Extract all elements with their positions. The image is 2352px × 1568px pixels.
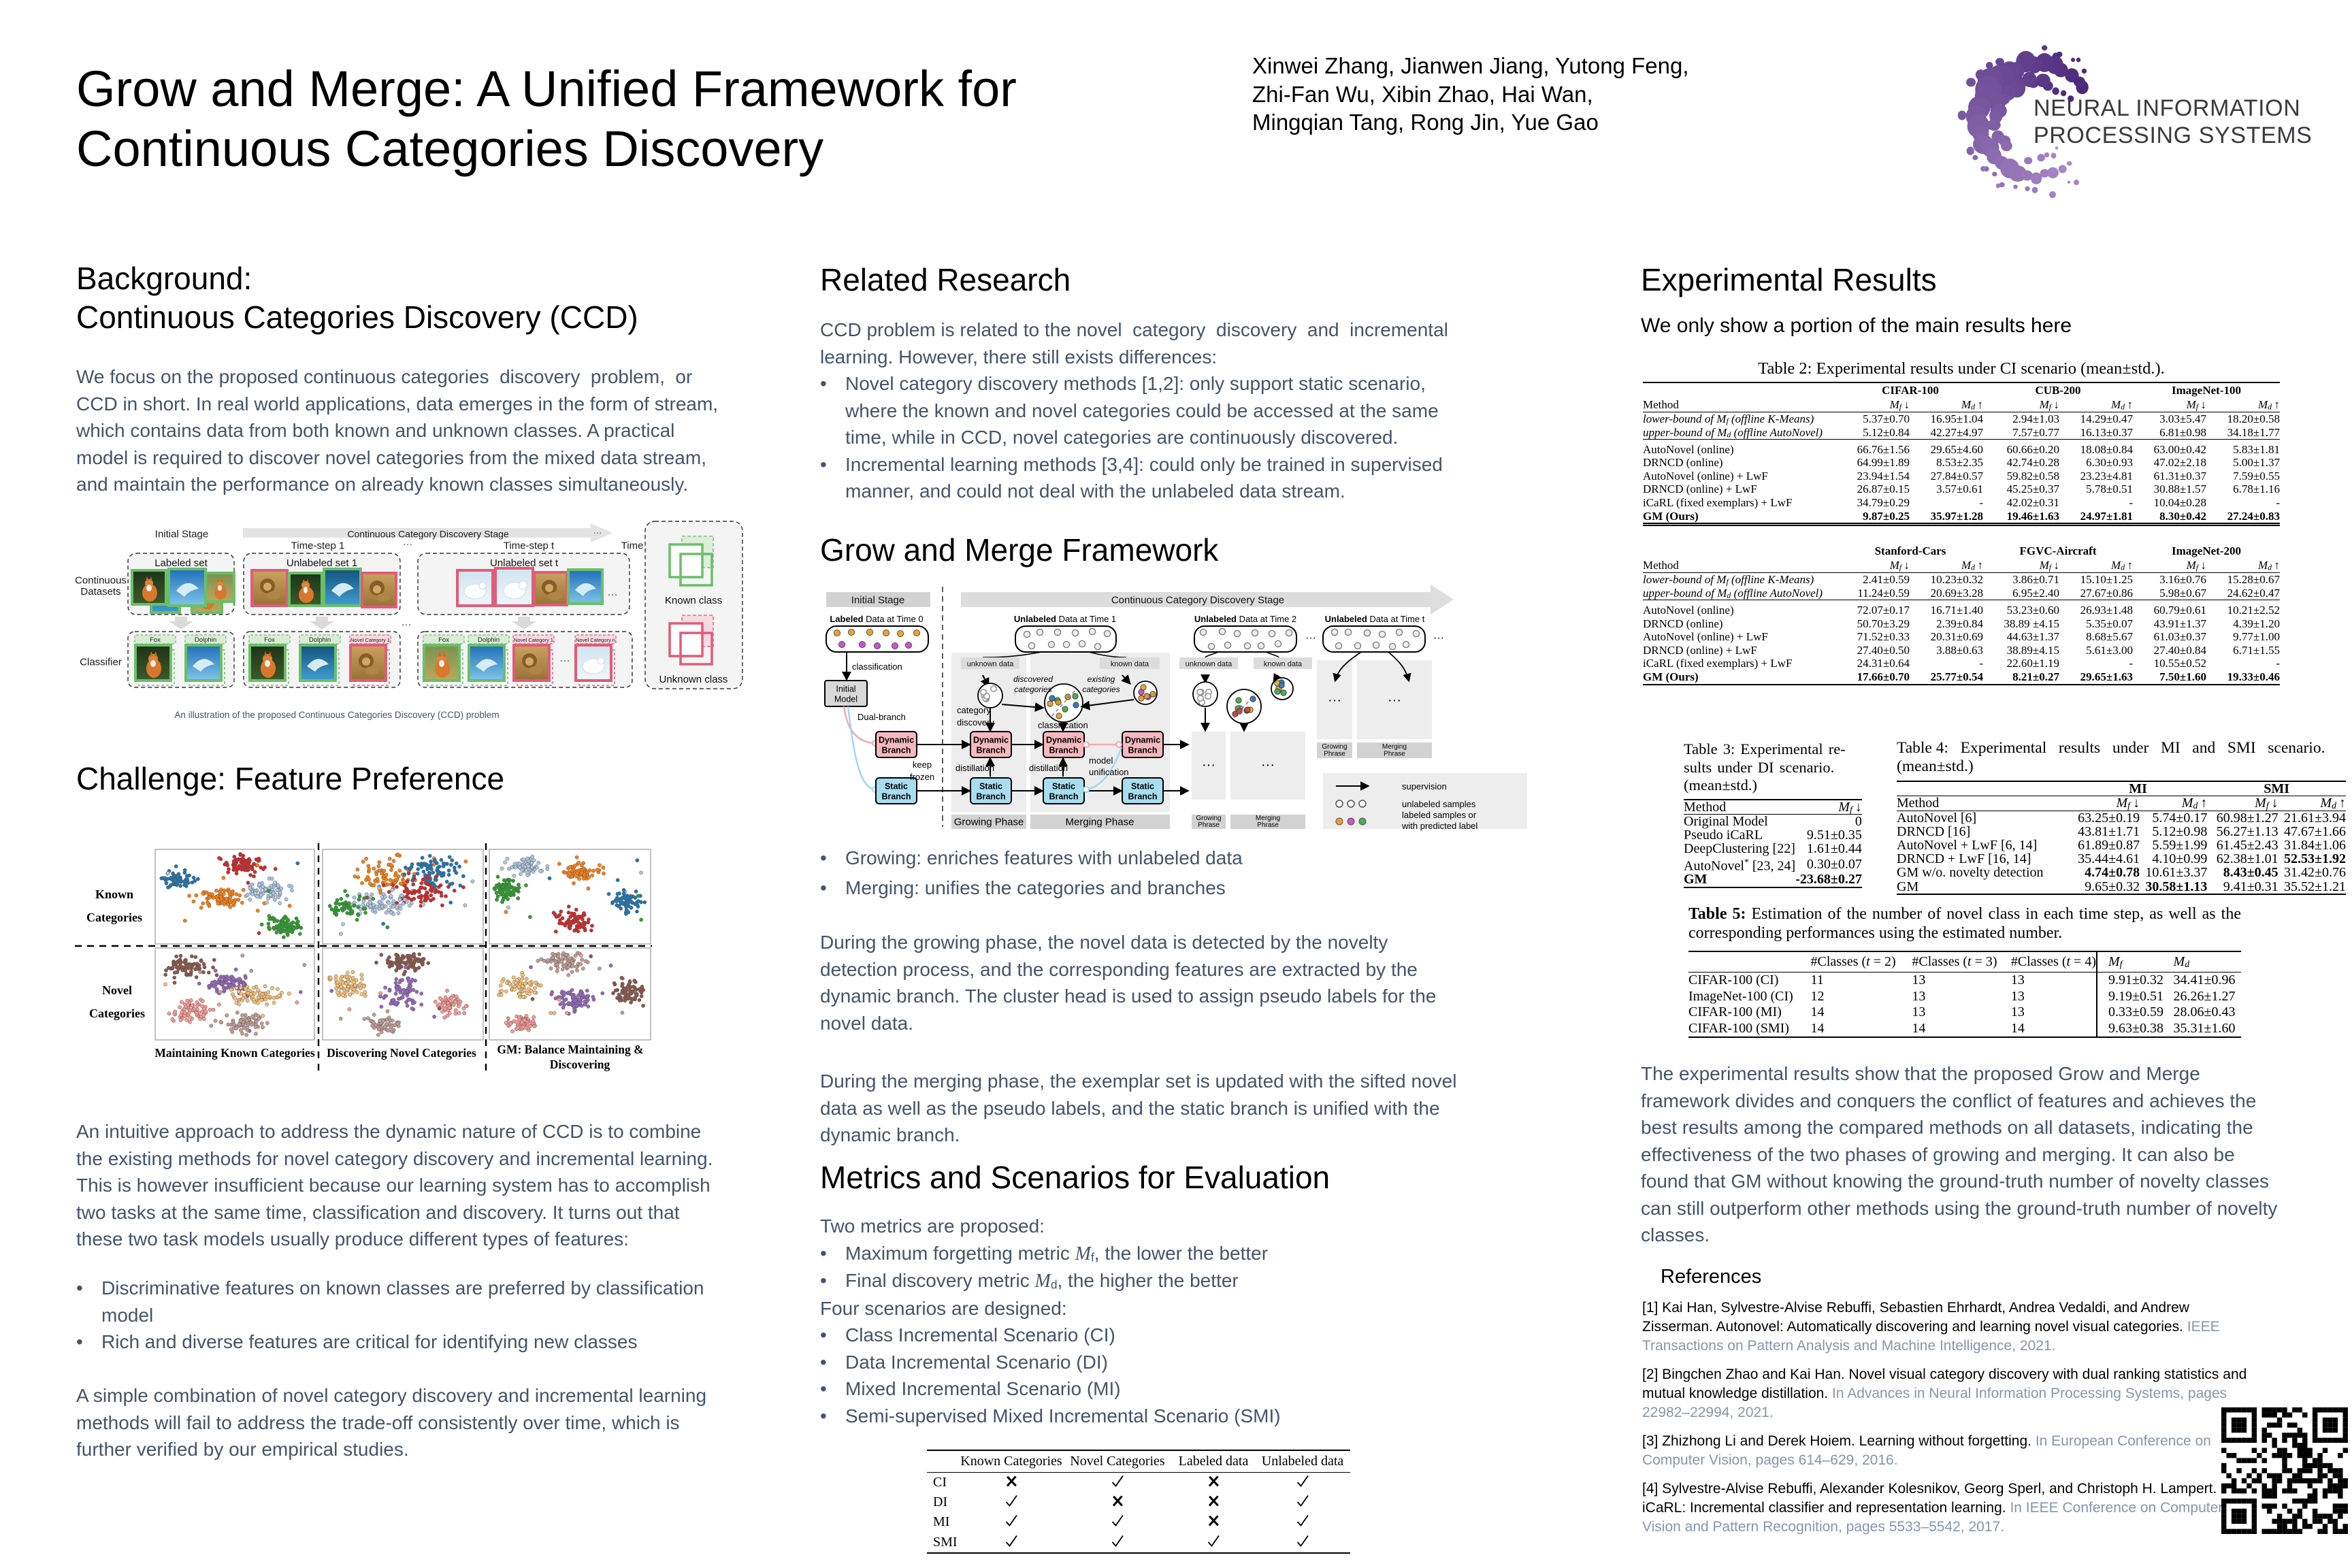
svg-text:Unlabeled Data at Time 2: Unlabeled Data at Time 2 (1194, 614, 1296, 624)
svg-text:labeled samples or: labeled samples or (1402, 810, 1477, 820)
svg-text:Datasets: Datasets (80, 586, 120, 598)
svg-text:unknown data: unknown data (1186, 660, 1232, 668)
svg-text:Known class: Known class (665, 595, 722, 606)
svg-text:Discovering Novel Categories: Discovering Novel Categories (327, 1046, 476, 1060)
svg-text:···: ··· (1328, 693, 1341, 708)
svg-text:Initial: Initial (836, 685, 855, 694)
svg-text:NEURAL INFORMATION: NEURAL INFORMATION (2034, 95, 2300, 121)
svg-text:Static: Static (885, 782, 908, 791)
svg-text:Branch: Branch (976, 746, 1005, 755)
svg-text:distillation: distillation (1029, 763, 1068, 773)
svg-text:Phrase: Phrase (1198, 821, 1220, 829)
svg-text:Continuous Category Discovery: Continuous Category Discovery Stage (347, 529, 509, 540)
svg-text:Labeled set: Labeled set (154, 557, 208, 569)
svg-text:Fox: Fox (264, 636, 275, 644)
svg-text:Categories: Categories (89, 1007, 145, 1020)
svg-text:GM: Balance Maintaining &: GM: Balance Maintaining & (497, 1043, 643, 1056)
svg-text:···: ··· (1261, 757, 1275, 772)
svg-text:keep: keep (913, 760, 932, 770)
svg-text:Novel Category 1: Novel Category 1 (350, 637, 390, 643)
svg-text:Unlabeled Data at Time 1: Unlabeled Data at Time 1 (1014, 614, 1116, 624)
svg-text:···: ··· (1305, 632, 1316, 644)
svg-text:Growing: Growing (1196, 815, 1221, 822)
svg-text:Dynamic: Dynamic (1046, 736, 1081, 745)
svg-text:Dynamic: Dynamic (879, 736, 914, 745)
svg-text:classification: classification (852, 662, 902, 672)
svg-text:Novel: Novel (102, 983, 132, 997)
svg-text:Merging: Merging (1382, 743, 1407, 751)
svg-text:Fox: Fox (150, 636, 161, 644)
svg-text:···: ··· (1202, 757, 1215, 772)
svg-text:Growing: Growing (1322, 743, 1347, 751)
svg-text:Dual-branch: Dual-branch (858, 712, 906, 722)
svg-text:with predicted label: with predicted label (1401, 821, 1477, 831)
svg-text:discovered: discovered (1013, 674, 1053, 684)
svg-text:unknown data: unknown data (967, 660, 1014, 668)
svg-text:Branch: Branch (881, 792, 911, 802)
svg-text:Continuous Category Discovery: Continuous Category Discovery Stage (1111, 595, 1284, 606)
svg-text:existing: existing (1088, 674, 1115, 684)
svg-text:Time: Time (621, 540, 644, 552)
svg-text:Known: Known (95, 887, 133, 901)
svg-text:Merging: Merging (1256, 815, 1280, 822)
svg-text:supervision: supervision (1402, 781, 1447, 791)
svg-text:···: ··· (593, 527, 602, 538)
svg-text:···: ··· (403, 538, 412, 549)
svg-text:discovery: discovery (957, 717, 994, 728)
svg-text:Dynamic: Dynamic (973, 736, 1009, 745)
svg-text:Phrase: Phrase (1324, 751, 1345, 758)
svg-text:Branch: Branch (1049, 746, 1078, 755)
svg-text:categories: categories (1082, 685, 1120, 694)
svg-text:Novel Category n: Novel Category n (576, 637, 615, 643)
svg-text:Dynamic: Dynamic (1125, 736, 1160, 745)
svg-text:Continuous: Continuous (75, 575, 127, 587)
svg-text:Branch: Branch (1128, 746, 1157, 755)
svg-text:Unlabeled set t: Unlabeled set t (490, 557, 559, 569)
svg-text:Growing Phase: Growing Phase (954, 817, 1024, 828)
svg-text:Unlabeled set 1: Unlabeled set 1 (287, 557, 357, 569)
svg-text:···: ··· (402, 619, 412, 630)
svg-text:Branch: Branch (1049, 792, 1078, 802)
svg-text:···: ··· (560, 655, 570, 666)
svg-text:Merging Phase: Merging Phase (1066, 817, 1134, 828)
svg-text:Categories: Categories (86, 911, 142, 924)
svg-text:Discovering: Discovering (550, 1058, 610, 1071)
svg-text:unlabeled samples: unlabeled samples (1402, 799, 1476, 809)
svg-text:Dolphin: Dolphin (309, 636, 331, 644)
svg-text:Unknown class: Unknown class (659, 674, 728, 685)
svg-text:Branch: Branch (976, 792, 1005, 802)
svg-text:categories: categories (1014, 685, 1051, 694)
svg-text:···: ··· (1388, 693, 1401, 708)
svg-text:Classifier: Classifier (80, 657, 122, 668)
svg-text:unification: unification (1089, 767, 1129, 777)
svg-text:Phrase: Phrase (1384, 751, 1405, 758)
svg-text:Novel Category 1: Novel Category 1 (514, 637, 553, 643)
svg-text:model: model (1089, 755, 1113, 766)
svg-text:Static: Static (1052, 782, 1075, 791)
svg-text:Static: Static (1131, 782, 1154, 791)
svg-text:distillation: distillation (956, 763, 994, 773)
svg-text:frozen: frozen (910, 772, 934, 782)
svg-text:Time-step t: Time-step t (504, 540, 555, 552)
svg-text:PROCESSING SYSTEMS: PROCESSING SYSTEMS (2034, 122, 2312, 148)
svg-text:Dolphin: Dolphin (195, 636, 216, 644)
svg-text:Maintaining Known Categories: Maintaining Known Categories (154, 1046, 314, 1060)
svg-text:Branch: Branch (881, 746, 911, 755)
svg-text:Branch: Branch (1128, 792, 1157, 802)
svg-text:···: ··· (1433, 632, 1444, 644)
svg-text:Initial Stage: Initial Stage (851, 595, 904, 606)
svg-text:Time-step 1: Time-step 1 (291, 540, 345, 552)
svg-text:known data: known data (1264, 660, 1303, 668)
svg-text:Fox: Fox (438, 636, 449, 644)
svg-text:Unlabeled Data at Time t: Unlabeled Data at Time t (1325, 614, 1425, 624)
svg-text:Dolphin: Dolphin (478, 636, 500, 644)
svg-text:known data: known data (1111, 660, 1149, 668)
svg-text:Static: Static (979, 782, 1002, 791)
svg-text:Model: Model (834, 695, 858, 704)
svg-text:Labeled Data at Time 0: Labeled Data at Time 0 (830, 614, 923, 624)
svg-text:···: ··· (608, 589, 618, 600)
svg-text:Initial Stage: Initial Stage (155, 529, 208, 540)
svg-text:Phrase: Phrase (1257, 821, 1279, 829)
svg-text:category: category (957, 705, 991, 715)
